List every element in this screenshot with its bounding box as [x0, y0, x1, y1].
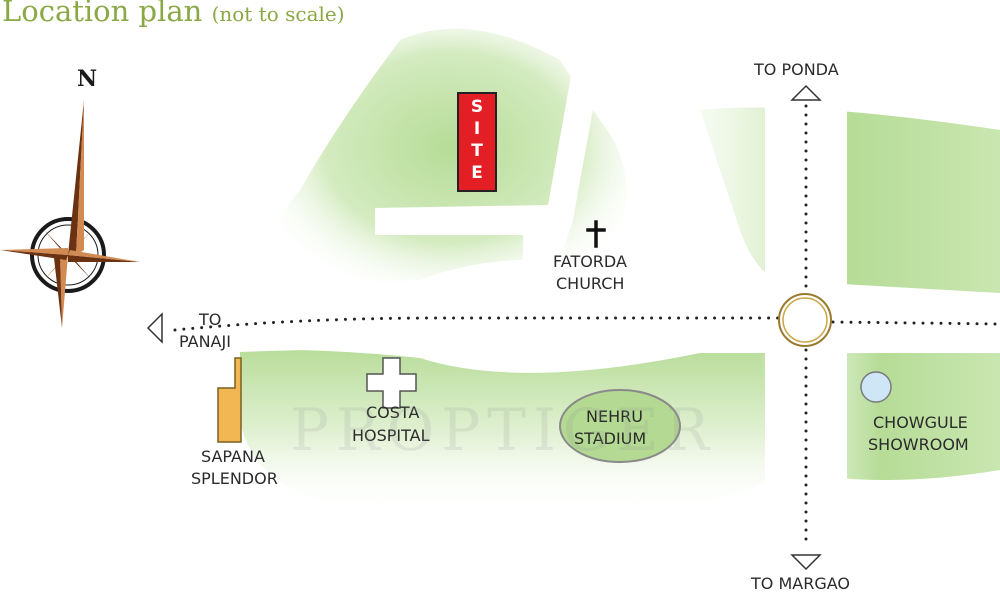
- arrow-left-icon: [146, 312, 163, 344]
- label-sapana-splendor-line2: SPLENDOR: [191, 469, 278, 488]
- map-title: Location plan (not to scale): [2, 0, 345, 28]
- church-cross-icon: [586, 220, 606, 248]
- label-costa-hospital-line2: HOSPITAL: [352, 426, 430, 445]
- label-to-panaji-line1: TO: [199, 310, 222, 329]
- site-letter: E: [471, 163, 483, 183]
- label-nehru-stadium-line2: STADIUM: [574, 429, 647, 448]
- label-chowgule-showroom-line1: CHOWGULE: [873, 413, 968, 432]
- watermark: PROPTIGER: [290, 396, 717, 464]
- label-fatorda-church-line1: FATORDA: [553, 252, 627, 271]
- arrow-down-icon: [790, 554, 822, 571]
- site-letter: S: [470, 97, 484, 117]
- side-road-site: [375, 70, 600, 298]
- compass-rose-icon: [0, 100, 140, 328]
- site-letter: T: [471, 141, 483, 161]
- map-subtitle: (not to scale): [211, 2, 345, 26]
- label-chowgule-showroom-line2: SHOWROOM: [868, 435, 969, 454]
- label-fatorda-church-line2: CHURCH: [556, 274, 625, 293]
- hospital-cross-icon: [366, 357, 417, 409]
- label-costa-hospital-line1: COSTA: [366, 403, 420, 422]
- road-dots: [173, 104, 1000, 550]
- site-letter: I: [473, 119, 481, 139]
- label-to-panaji-line2: PANAJI: [179, 332, 231, 351]
- north-label: N: [77, 66, 98, 92]
- sapana-building-icon: [217, 357, 242, 443]
- roundabout-circle: [778, 293, 832, 347]
- arrow-up-icon: [790, 84, 822, 101]
- label-to-margao: TO MARGAO: [751, 574, 850, 593]
- label-sapana-splendor-line1: SAPANA: [201, 447, 265, 466]
- label-nehru-stadium-line1: NEHRU: [586, 407, 643, 426]
- stadium-oval: [559, 389, 681, 463]
- label-to-ponda: TO PONDA: [754, 60, 839, 79]
- showroom-circle-icon: [860, 371, 892, 403]
